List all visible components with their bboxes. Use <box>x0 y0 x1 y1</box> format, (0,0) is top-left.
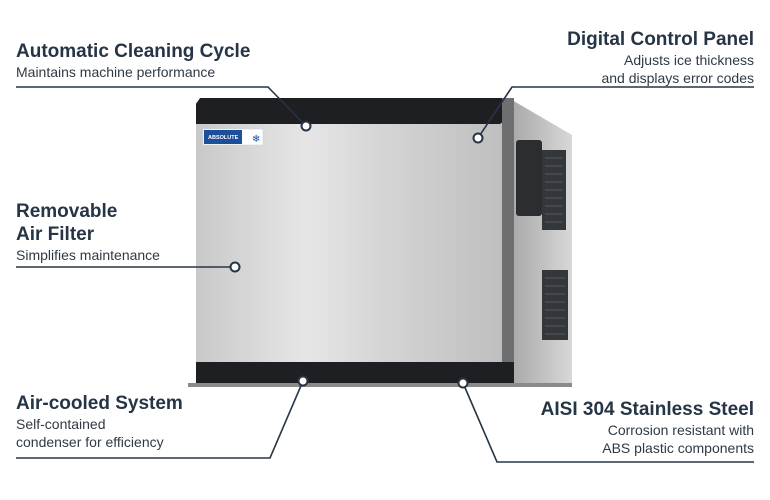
connector-steel <box>462 382 754 463</box>
bottom-trim <box>196 362 514 384</box>
dot-filter <box>229 261 241 273</box>
connector-control <box>477 86 754 139</box>
control-desc-line2: and displays error codes <box>601 70 754 86</box>
dot-steel <box>457 377 469 389</box>
cleaning-desc: Maintains machine performance <box>16 64 216 80</box>
filter-title-line2: Air Filter <box>16 224 95 245</box>
filter-desc: Simplifies maintenance <box>16 247 160 263</box>
aircooled-title: Air-cooled System <box>16 393 183 414</box>
bottom-vent <box>542 270 568 340</box>
connector-cleaning <box>16 86 307 127</box>
connector-aircooled <box>16 380 304 459</box>
snowflake-icon: ❄ <box>252 134 260 145</box>
callout-air-filter: Removable Air Filter Simplifies maintena… <box>16 200 176 264</box>
control-title: Digital Control Panel <box>567 29 754 50</box>
cleaning-title: Automatic Cleaning Cycle <box>16 41 251 62</box>
badge-text: ABSOLUTE <box>208 135 239 141</box>
corner-trim <box>502 98 514 386</box>
callout-cleaning-cycle: Automatic Cleaning Cycle Maintains machi… <box>16 40 250 81</box>
callout-stainless-steel: AISI 304 Stainless Steel Corrosion resis… <box>541 398 754 457</box>
steel-desc-line1: Corrosion resistant with <box>607 422 754 438</box>
filter-title-line1: Removable <box>16 201 118 222</box>
dot-cleaning <box>300 120 312 132</box>
front-panel <box>196 102 512 384</box>
aircooled-desc-line1: Self-contained <box>16 416 106 432</box>
top-trim <box>196 98 514 124</box>
callout-air-cooled: Air-cooled System Self-contained condens… <box>16 392 183 451</box>
steel-desc-line2: ABS plastic components <box>602 440 754 456</box>
dot-aircooled <box>297 375 309 387</box>
aircooled-desc-line2: condenser for efficiency <box>16 434 164 450</box>
control-desc-line1: Adjusts ice thickness <box>624 52 754 68</box>
callout-control-panel: Digital Control Panel Adjusts ice thickn… <box>567 28 754 87</box>
steel-title: AISI 304 Stainless Steel <box>540 399 754 420</box>
top-vent <box>516 140 566 230</box>
base-plate <box>188 383 572 387</box>
dot-control <box>472 132 484 144</box>
